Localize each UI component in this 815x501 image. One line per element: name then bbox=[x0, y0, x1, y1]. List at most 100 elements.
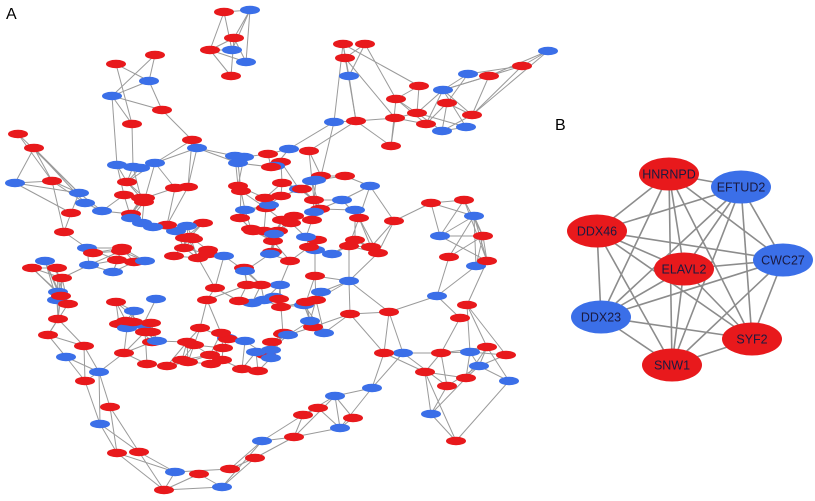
network-node-77[interactable] bbox=[75, 376, 95, 386]
network-node-37[interactable] bbox=[349, 213, 369, 223]
network-node-172[interactable] bbox=[280, 256, 300, 266]
network-node-218[interactable] bbox=[261, 353, 281, 363]
network-node-139[interactable] bbox=[262, 337, 282, 347]
network-node-15[interactable] bbox=[102, 91, 122, 101]
network-node-64[interactable] bbox=[469, 361, 489, 371]
network-node-84[interactable] bbox=[189, 469, 209, 479]
network-node-21[interactable] bbox=[458, 69, 478, 79]
network-node-16[interactable] bbox=[122, 119, 142, 129]
network-node-130[interactable] bbox=[259, 200, 279, 210]
network-node-227[interactable] bbox=[261, 162, 281, 172]
network-node-174[interactable] bbox=[130, 163, 150, 173]
network-node-31[interactable] bbox=[381, 141, 401, 151]
network-node-71[interactable] bbox=[22, 263, 42, 273]
network-node-226[interactable] bbox=[278, 330, 298, 340]
node-ddx23[interactable]: DDX23 bbox=[571, 300, 631, 334]
network-node-159[interactable] bbox=[211, 328, 231, 338]
network-node-184[interactable] bbox=[172, 355, 192, 365]
network-node-48[interactable] bbox=[457, 300, 477, 310]
network-node-209[interactable] bbox=[205, 283, 225, 293]
network-node-183[interactable] bbox=[54, 227, 74, 237]
network-node-173[interactable] bbox=[269, 294, 289, 304]
network-node-92[interactable] bbox=[325, 391, 345, 401]
network-node-93[interactable] bbox=[308, 403, 328, 413]
network-node-132[interactable] bbox=[107, 255, 127, 265]
network-node-229[interactable] bbox=[260, 249, 280, 259]
network-node-108[interactable] bbox=[92, 206, 112, 216]
network-node-154[interactable] bbox=[263, 236, 283, 246]
network-node-69[interactable] bbox=[35, 256, 55, 266]
network-node-166[interactable] bbox=[345, 205, 365, 215]
network-node-80[interactable] bbox=[90, 419, 110, 429]
network-node-239[interactable] bbox=[255, 193, 275, 203]
network-node-231[interactable] bbox=[51, 291, 71, 301]
network-node-155[interactable] bbox=[146, 294, 166, 304]
network-node-51[interactable] bbox=[477, 342, 497, 352]
network-node-240[interactable] bbox=[235, 266, 255, 276]
network-node-22[interactable] bbox=[479, 71, 499, 81]
network-node-32[interactable] bbox=[346, 116, 366, 126]
network-node-138[interactable] bbox=[103, 267, 123, 277]
network-node-255[interactable] bbox=[157, 361, 177, 371]
network-node-94[interactable] bbox=[330, 423, 350, 433]
network-node-253[interactable] bbox=[212, 355, 232, 365]
node-hnrnpd[interactable]: HNRNPD bbox=[639, 157, 699, 191]
network-node-27[interactable] bbox=[456, 122, 476, 132]
network-node-40[interactable] bbox=[421, 198, 441, 208]
network-node-60[interactable] bbox=[379, 307, 399, 317]
network-node-89[interactable] bbox=[252, 436, 272, 446]
network-node-28[interactable] bbox=[462, 110, 482, 120]
network-node-178[interactable] bbox=[230, 213, 250, 223]
network-node-250[interactable] bbox=[116, 316, 136, 326]
network-node-78[interactable] bbox=[89, 367, 109, 377]
network-node-68[interactable] bbox=[42, 176, 62, 186]
network-node-158[interactable] bbox=[79, 260, 99, 270]
network-node-4[interactable] bbox=[222, 45, 242, 55]
network-node-109[interactable] bbox=[164, 251, 184, 261]
network-node-234[interactable] bbox=[248, 366, 268, 376]
network-node-235[interactable] bbox=[300, 316, 320, 326]
network-node-42[interactable] bbox=[464, 211, 484, 221]
network-node-50[interactable] bbox=[460, 347, 480, 357]
network-node-215[interactable] bbox=[296, 232, 316, 242]
network-node-149[interactable] bbox=[254, 295, 274, 305]
network-node-167[interactable] bbox=[114, 190, 134, 200]
network-node-194[interactable] bbox=[135, 327, 155, 337]
network-node-128[interactable] bbox=[47, 263, 67, 273]
network-node-35[interactable] bbox=[335, 171, 355, 181]
network-node-33[interactable] bbox=[324, 117, 344, 127]
network-node-6[interactable] bbox=[236, 57, 256, 67]
network-node-212[interactable] bbox=[251, 280, 271, 290]
network-node-221[interactable] bbox=[214, 251, 234, 261]
network-node-56[interactable] bbox=[421, 409, 441, 419]
network-node-90[interactable] bbox=[284, 432, 304, 442]
network-node-196[interactable] bbox=[107, 160, 127, 170]
network-node-54[interactable] bbox=[437, 381, 457, 391]
network-node-245[interactable] bbox=[58, 299, 78, 309]
network-node-195[interactable] bbox=[213, 343, 233, 353]
network-node-74[interactable] bbox=[38, 330, 58, 340]
network-node-160[interactable] bbox=[304, 207, 324, 217]
network-node-192[interactable] bbox=[340, 309, 360, 319]
network-node-164[interactable] bbox=[272, 215, 292, 225]
network-node-95[interactable] bbox=[343, 413, 363, 423]
network-node-70[interactable] bbox=[52, 273, 72, 283]
network-node-85[interactable] bbox=[154, 485, 174, 495]
network-node-53[interactable] bbox=[499, 376, 519, 386]
network-node-248[interactable] bbox=[311, 287, 331, 297]
network-node-241[interactable] bbox=[258, 149, 278, 159]
network-node-228[interactable] bbox=[302, 215, 322, 225]
network-node-236[interactable] bbox=[165, 183, 185, 193]
network-node-238[interactable] bbox=[177, 337, 197, 347]
network-node-43[interactable] bbox=[473, 231, 493, 241]
network-node-75[interactable] bbox=[56, 352, 76, 362]
network-node-23[interactable] bbox=[512, 61, 532, 71]
network-node-254[interactable] bbox=[306, 175, 326, 185]
network-node-0[interactable] bbox=[214, 7, 234, 17]
network-node-118[interactable] bbox=[271, 191, 291, 201]
network-node-58[interactable] bbox=[393, 348, 413, 358]
network-node-247[interactable] bbox=[106, 297, 126, 307]
network-node-79[interactable] bbox=[100, 402, 120, 412]
network-node-47[interactable] bbox=[427, 291, 447, 301]
network-node-168[interactable] bbox=[232, 364, 252, 374]
